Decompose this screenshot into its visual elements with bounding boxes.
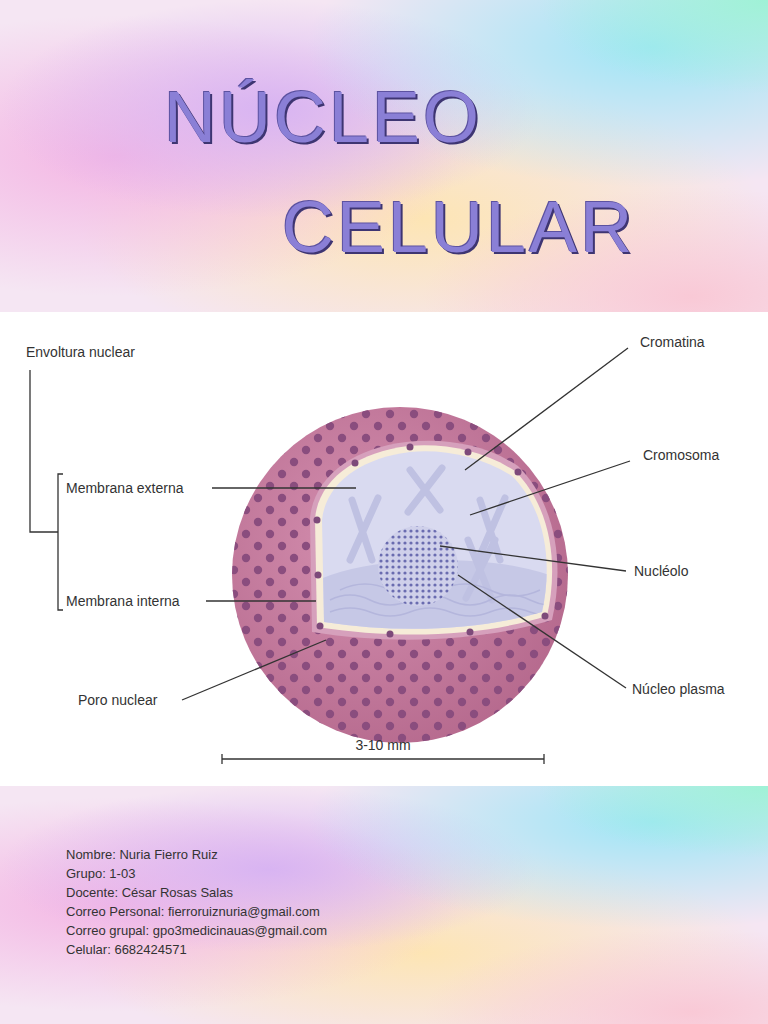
info-line: Docente: César Rosas Salas [66, 885, 233, 901]
bottom-band [0, 786, 768, 1024]
scale-bar [222, 754, 544, 764]
info-line: Grupo: 1-03 [66, 866, 135, 882]
nucleolus [378, 526, 458, 606]
nucleus-sphere [230, 405, 580, 745]
part-name: Envoltura nuclear [26, 344, 135, 361]
info-line: Correo Personal: fierroruiznuria@gmail.c… [66, 904, 320, 920]
nuclear-pore [314, 444, 549, 638]
top-band [0, 0, 768, 312]
part-name: Membrana externa [66, 480, 184, 497]
page-title: NÚCLEO CELULAR [282, 62, 642, 282]
info-line: Correo grupal: gpo3medicinauas@gmail.com [66, 923, 327, 939]
part-name: Membrana interna [66, 593, 180, 610]
bracket [30, 370, 58, 532]
part-name: Cromosoma [643, 447, 719, 464]
part-name: Núcleo plasma [632, 681, 725, 698]
part-name: Nucléolo [634, 563, 688, 580]
info-line: Celular: 6682424571 [66, 942, 187, 958]
part-name: Cromatina [640, 334, 705, 351]
dimension: 3-10 mm [355, 737, 410, 754]
info-line: Nombre: Nuria Fierro Ruiz [66, 847, 218, 863]
bracket [58, 474, 63, 610]
leader-lines [30, 348, 630, 700]
part-name: Poro nuclear [78, 692, 157, 709]
